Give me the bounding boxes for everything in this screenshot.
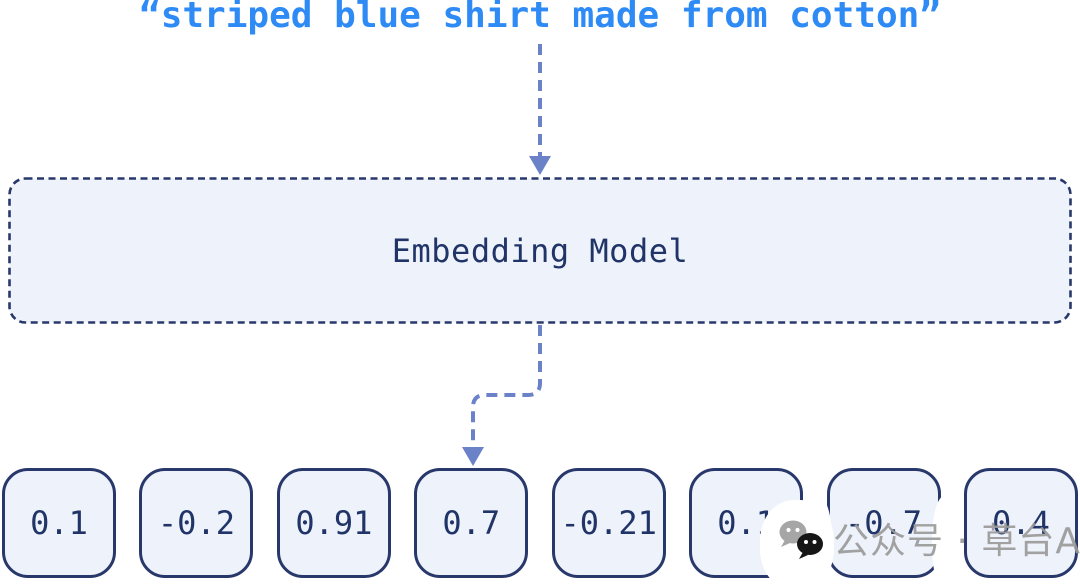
embedding-model-node (8, 177, 1072, 324)
arrow-model-to-vector-icon (462, 325, 542, 466)
watermark-label: 公众号 · 草台AI (833, 521, 1080, 562)
vector-value-box: 0.4 (963, 468, 1078, 578)
vector-value: -0.7 (845, 504, 923, 542)
watermark-blob (932, 495, 962, 586)
vector-value-box: 0.7 (414, 468, 529, 578)
vector-value: -0.21 (560, 504, 657, 542)
vector-value: 0.91 (295, 504, 373, 542)
vector-value-box: -0.21 (551, 468, 666, 578)
vector-value-box: 0.1 (2, 468, 116, 578)
vector-value-box: -0.2 (139, 468, 254, 578)
arrow-input-to-model-icon (529, 44, 551, 175)
vector-value: 0.7 (442, 504, 501, 542)
vector-value: 0.4 (992, 504, 1050, 542)
vector-value-box: 0.91 (276, 468, 391, 578)
wechat-icon (779, 520, 823, 559)
input-query-text: “striped blue shirt made from cotton” (139, 0, 941, 36)
vector-value: 0.1 (30, 504, 88, 542)
vector-value: -0.2 (157, 504, 235, 542)
